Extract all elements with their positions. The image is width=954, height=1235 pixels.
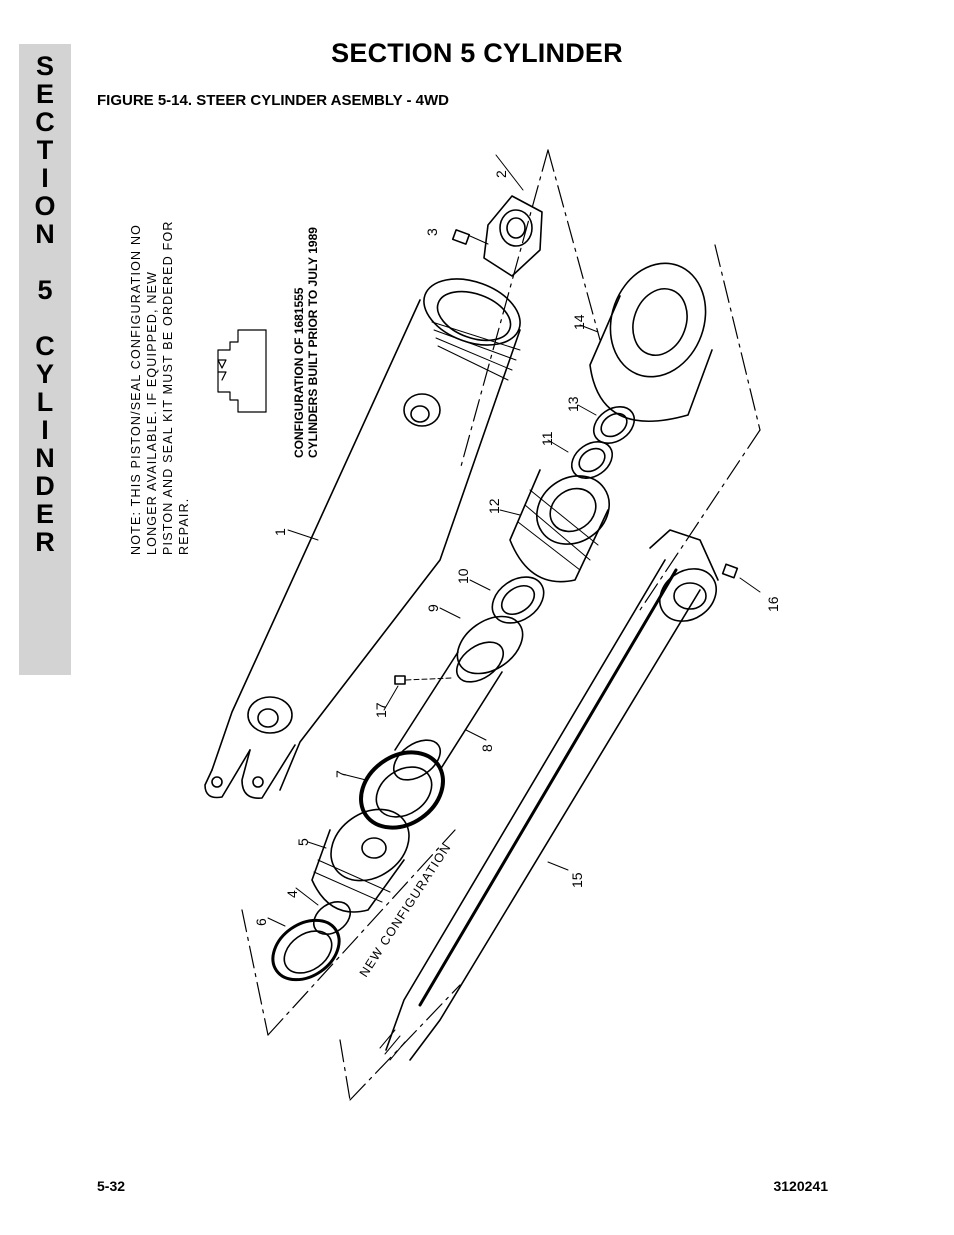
config-line-2: CYLINDERS BUILT PRIOR TO JULY 1989 [306, 227, 320, 458]
set-screw [394, 675, 453, 685]
callout-9: 9 [425, 604, 441, 612]
assembly-boundary-right [339, 244, 761, 1101]
callout-16: 16 [765, 596, 781, 612]
side-tab-letter: 5 [37, 275, 53, 305]
page-number: 5-32 [97, 1178, 126, 1194]
callout-13: 13 [565, 396, 581, 412]
side-tab-letter: O [34, 191, 56, 221]
side-tab-letter: L [36, 387, 54, 417]
side-tab-letter: E [35, 79, 54, 109]
side-tab-letter: C [35, 331, 55, 361]
callout-5: 5 [295, 838, 311, 846]
note-line-2: LONGER AVAILABLE. IF EQUIPPED, NEW [145, 271, 159, 555]
cylinder-head-gland [509, 469, 610, 583]
callout-6: 6 [253, 918, 269, 926]
callout-1: 1 [272, 528, 288, 536]
assembly-boundary-left [241, 149, 601, 1036]
piston-seals [271, 900, 352, 982]
configuration-note: NOTE: THIS PISTON/SEAL CONFIGURATION NO … [129, 220, 191, 555]
bleeder-fitting [451, 229, 489, 245]
callout-8: 8 [479, 744, 495, 752]
config-line-1: CONFIGURATION OF 1681555 [292, 287, 306, 458]
side-tab-letter: T [36, 135, 54, 165]
document-number: 3120241 [773, 1178, 828, 1194]
callout-12: 12 [486, 498, 502, 514]
side-tab-letter: R [35, 527, 55, 557]
new-configuration-label: NEW CONFIGURATION [357, 840, 454, 979]
leader-lines [267, 324, 599, 927]
callout-11: 11 [539, 431, 555, 446]
callout-7: 7 [333, 770, 349, 778]
note-line-1: NOTE: THIS PISTON/SEAL CONFIGURATION NO [129, 224, 143, 555]
spacer-tube [393, 641, 504, 781]
old-configuration-label: CONFIGURATION OF 1681555 CYLINDERS BUILT… [292, 227, 320, 458]
barrel-end-cap [589, 262, 713, 423]
side-tab-letter: N [35, 219, 55, 249]
callout-2: 2 [493, 170, 509, 178]
piston-rod [379, 559, 701, 1061]
side-tab-letter: D [35, 471, 55, 501]
old-piston-seal-symbol [217, 329, 267, 413]
callout-10: 10 [455, 568, 471, 584]
page-title: SECTION 5 CYLINDER [331, 38, 623, 68]
cylinder-barrel [204, 278, 521, 799]
side-tab-letter: I [41, 415, 49, 445]
callout-numbers: 1 2 3 4 5 6 7 8 9 10 11 12 13 14 15 16 1… [253, 170, 781, 926]
seal-rings-upper [570, 406, 636, 479]
side-tab-letter: I [41, 163, 49, 193]
callout-15: 15 [569, 872, 585, 888]
side-tab-letter: E [35, 499, 54, 529]
new-configuration-text: NEW CONFIGURATION [357, 840, 454, 979]
callout-3: 3 [424, 228, 440, 236]
callout-4: 4 [284, 890, 300, 898]
note-line-4: REPAIR. [177, 498, 191, 556]
o-rings-middle [456, 576, 545, 675]
lock-nut [483, 154, 543, 277]
callout-14: 14 [571, 314, 587, 330]
rod-eye [649, 529, 761, 622]
callout-17: 17 [373, 702, 389, 718]
side-tab-letter: S [35, 51, 54, 81]
figure-title: FIGURE 5-14. STEER CYLINDER ASEMBLY - 4W… [97, 92, 450, 109]
side-tab-letter: N [35, 443, 55, 473]
side-tab-letter: C [35, 107, 55, 137]
note-line-3: PISTON AND SEAL KIT MUST BE ORDERED FOR [161, 220, 175, 555]
piston [311, 808, 410, 913]
side-tab-letter: Y [35, 359, 54, 389]
